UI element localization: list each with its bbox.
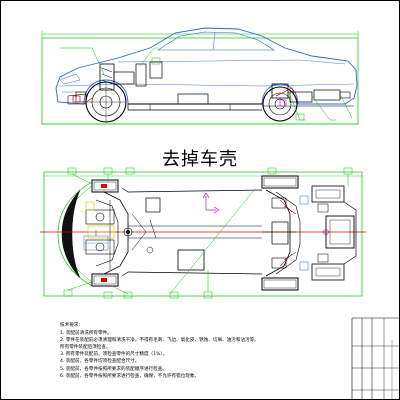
side-chassis-rail — [127, 61, 262, 111]
rear-bumper — [311, 185, 357, 281]
note-line: 5. 装配前，各零件按照所要求的装配顺序进行检查。 — [60, 366, 167, 372]
rear-left-wheel — [261, 175, 299, 189]
front-right-wheel — [91, 273, 119, 287]
notes-heading: 技术要求： — [60, 323, 83, 328]
rear-wheel — [262, 86, 298, 122]
front-subframe — [85, 191, 129, 275]
front-suspension — [67, 63, 147, 105]
top-view — [40, 167, 366, 299]
rear-suspension — [262, 83, 354, 107]
front-left-wheel — [91, 179, 119, 193]
note-line: 4. 装配前，各零件均须检查配合尺寸。 — [60, 359, 140, 365]
top-chassis-frame — [121, 187, 263, 277]
origin-axis-marker — [202, 192, 220, 214]
drawing-title: 去掉车壳 — [162, 149, 238, 170]
front-bumper — [61, 189, 81, 279]
note-line: 所有零件装配后须检查。 — [60, 345, 111, 351]
note-line: 2. 零件在装配前必须清理和清洗干净，不得有毛刺、飞边、氧化皮、锈蚀、切屑、油污… — [60, 338, 259, 344]
top-view-leaders — [63, 167, 353, 299]
note-line: 3. 所有零件装配前，须检查零件的尺寸精度（1%）。 — [60, 352, 168, 358]
top-view-frame — [43, 171, 363, 297]
car-body-outline — [55, 27, 358, 105]
note-line: 1. 装配前清洗所有零件。 — [60, 331, 112, 337]
technical-notes: 技术要求： 1. 装配前清洗所有零件。 2. 零件在装配前必须清理和清洗干净，不… — [60, 322, 340, 380]
steering-rack — [79, 201, 115, 239]
note-line: 6. 装配前，各零件按照所要求进行检查，确保，不允许有错位现象。 — [60, 373, 200, 379]
rear-right-wheel — [261, 277, 299, 291]
side-view — [41, 27, 359, 125]
car-window-line — [156, 31, 276, 51]
title-block — [351, 317, 400, 400]
front-bumper-arc — [57, 181, 93, 287]
